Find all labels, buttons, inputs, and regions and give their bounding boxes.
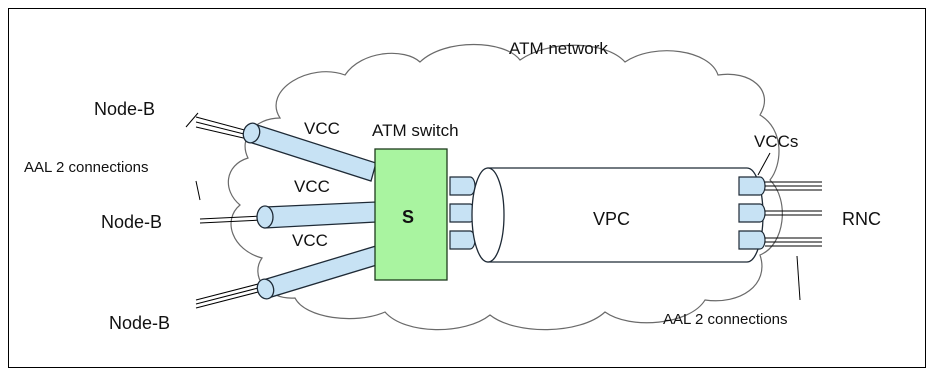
atm-switch-box <box>374 148 448 281</box>
node-b-label-middle: Node-B <box>101 212 162 232</box>
vpc-label: VPC <box>593 209 630 229</box>
leader-lines <box>185 112 801 301</box>
vpc-tube <box>471 167 764 263</box>
vcc-label-middle: VCC <box>294 177 330 196</box>
switch-outlet-tubes <box>449 176 476 250</box>
aal2-connections-left-label: AAL 2 connections <box>24 159 149 176</box>
aal2-connections-right-label: AAL 2 connections <box>663 311 788 328</box>
right-wires <box>765 181 822 247</box>
rnc-label: RNC <box>842 209 881 229</box>
atm-network-label: ATM network <box>509 39 608 58</box>
left-wires <box>195 116 263 309</box>
vcc-label-bottom: VCC <box>292 231 328 250</box>
node-b-label-top: Node-B <box>94 99 155 119</box>
atm-switch-label: ATM switch <box>372 121 459 140</box>
vcc-tube-top <box>242 122 377 182</box>
switch-letter: S <box>402 207 414 227</box>
vcc-tube-middle <box>256 201 377 229</box>
vccs-label: VCCs <box>754 132 798 151</box>
right-vcc-exits <box>738 176 766 250</box>
vcc-label-top: VCC <box>304 119 340 138</box>
node-b-label-bottom: Node-B <box>109 313 170 333</box>
